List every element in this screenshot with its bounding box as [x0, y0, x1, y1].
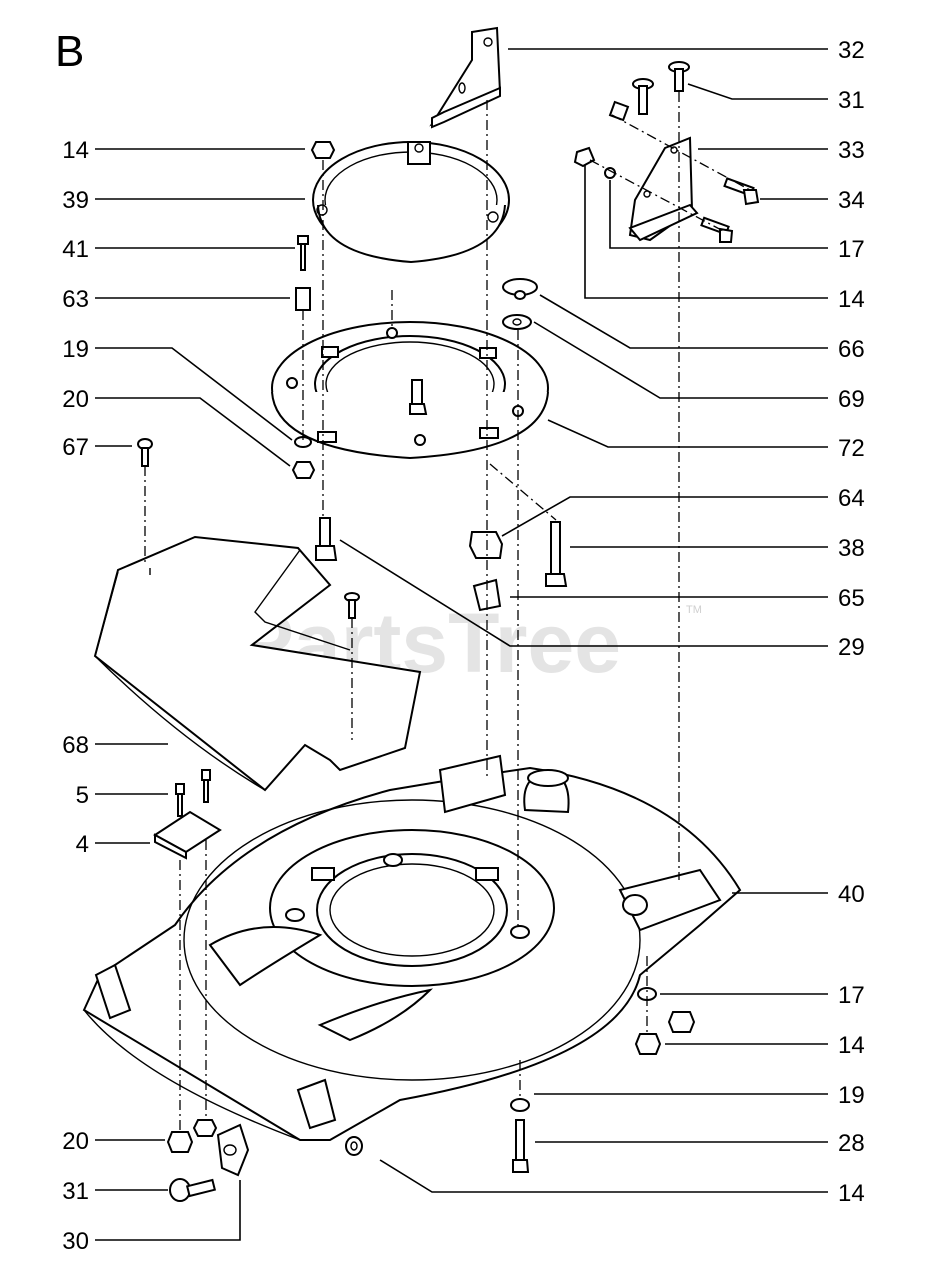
callout-14-bottom: 14 — [838, 1180, 865, 1207]
bolt-29 — [315, 517, 338, 561]
deck-40 — [82, 754, 742, 1141]
nut-20-low — [166, 1131, 194, 1153]
callout-39: 39 — [62, 187, 89, 214]
nut-20-top — [291, 461, 316, 479]
bracket-32 — [429, 26, 502, 129]
callout-14-low: 14 — [838, 1032, 865, 1059]
callout-64: 64 — [838, 485, 865, 512]
clip-64 — [468, 531, 504, 559]
bolt-31-low — [169, 1178, 217, 1202]
callout-17-low: 17 — [838, 982, 865, 1009]
callout-19-low: 19 — [838, 1082, 865, 1109]
callout-28: 28 — [838, 1130, 865, 1157]
callout-5: 5 — [76, 782, 89, 809]
callout-68: 68 — [62, 732, 89, 759]
callout-32: 32 — [838, 37, 865, 64]
nut-14-low — [634, 1033, 662, 1055]
ring-guard-39 — [312, 141, 510, 264]
callout-34: 34 — [838, 187, 865, 214]
bolt-41 — [297, 235, 309, 271]
washer-19-low — [510, 1098, 530, 1112]
callout-72: 72 — [838, 435, 865, 462]
callout-30: 30 — [62, 1228, 89, 1255]
callout-38: 38 — [838, 535, 865, 562]
callouts-right: 32 31 33 34 17 14 66 69 72 64 38 65 29 4… — [838, 37, 865, 1207]
callout-19: 19 — [62, 336, 89, 363]
bracket-4 — [153, 769, 222, 860]
callout-17: 17 — [838, 236, 865, 263]
parts-drawing — [82, 26, 760, 1202]
cover-68 — [93, 535, 422, 792]
callout-20: 20 — [62, 386, 89, 413]
callout-40: 40 — [838, 881, 865, 908]
plate-72 — [271, 321, 549, 460]
callouts-left: 14 39 41 63 19 20 67 68 5 4 20 31 30 — [62, 137, 89, 1255]
section-letter: B — [55, 27, 84, 76]
callout-31-low: 31 — [62, 1178, 89, 1205]
screw-67 — [137, 438, 153, 467]
callout-20-low: 20 — [62, 1128, 89, 1155]
bracket-30 — [216, 1123, 250, 1177]
leader-lines — [95, 48, 828, 1241]
callout-29: 29 — [838, 634, 865, 661]
nut-14-right — [667, 1011, 696, 1033]
callout-33: 33 — [838, 137, 865, 164]
callout-41: 41 — [62, 236, 89, 263]
washer-69 — [502, 314, 532, 330]
callout-65: 65 — [838, 585, 865, 612]
watermark-trademark: TM — [686, 604, 702, 616]
callout-63: 63 — [62, 286, 89, 313]
bolt-28 — [515, 1119, 525, 1161]
spacer-63 — [295, 287, 311, 311]
callout-14-right: 14 — [838, 286, 865, 313]
callout-14: 14 — [62, 137, 89, 164]
callout-69: 69 — [838, 386, 865, 413]
nut-14-bottom — [345, 1136, 363, 1156]
callout-4: 4 — [76, 831, 89, 858]
callout-67: 67 — [62, 434, 89, 461]
bracket-33-cluster — [573, 61, 760, 243]
callout-31: 31 — [838, 87, 865, 114]
nut-14-top — [310, 141, 336, 159]
callout-66: 66 — [838, 336, 865, 363]
bolt-38 — [545, 521, 568, 587]
